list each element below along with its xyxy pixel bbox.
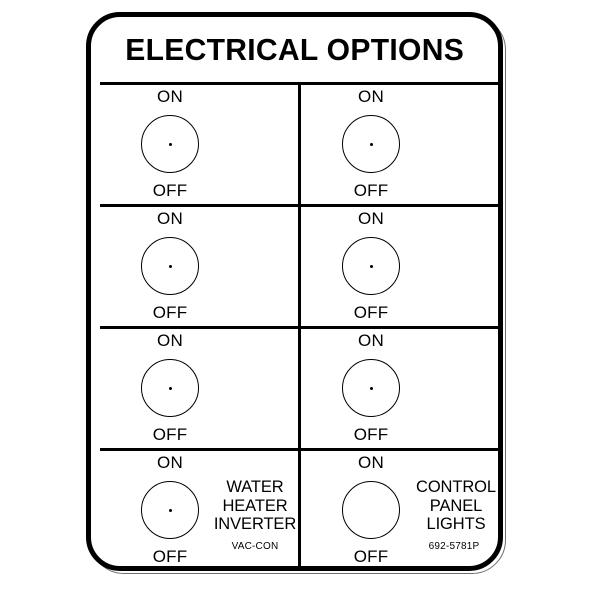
part-number: 692-5781P bbox=[428, 541, 480, 552]
switch-on-label: ON bbox=[358, 453, 384, 472]
switch-off-label: OFF bbox=[152, 425, 188, 444]
electrical-options-plate: ELECTRICAL OPTIONS ON OFF ON OFF bbox=[86, 12, 510, 578]
rotary-switch[interactable]: ON OFF bbox=[117, 332, 223, 444]
switch-cell-row1-left[interactable]: ON OFF bbox=[100, 82, 298, 204]
brand-mark: VAC-CON bbox=[231, 541, 279, 552]
switch-off-label: OFF bbox=[353, 425, 389, 444]
rotary-knob-icon[interactable] bbox=[141, 481, 199, 539]
circuit-label-control-panel-lights: CONTROL PANEL LIGHTS bbox=[413, 478, 498, 534]
switch-on-label: ON bbox=[358, 87, 384, 106]
circuit-label-line: INVERTER bbox=[213, 515, 297, 533]
plate-title-bar: ELECTRICAL OPTIONS bbox=[91, 17, 498, 82]
switch-cell-row3-right[interactable]: ON OFF bbox=[301, 326, 498, 448]
switch-on-label: ON bbox=[358, 209, 384, 228]
rotary-switch[interactable]: ON OFF bbox=[117, 210, 223, 322]
rotary-knob-icon[interactable] bbox=[342, 237, 400, 295]
switch-on-label: ON bbox=[358, 331, 384, 350]
circuit-label-line: HEATER bbox=[222, 496, 288, 515]
switch-off-label: OFF bbox=[152, 181, 188, 200]
switch-on-label: ON bbox=[157, 209, 183, 228]
circuit-label-line: WATER bbox=[226, 478, 284, 496]
page-title: ELECTRICAL OPTIONS bbox=[125, 32, 464, 67]
switch-off-label: OFF bbox=[152, 303, 188, 322]
switch-cell-row2-right[interactable]: ON OFF bbox=[301, 204, 498, 326]
rotary-switch[interactable]: ON OFF bbox=[117, 88, 223, 200]
switch-off-label: OFF bbox=[353, 303, 389, 322]
circuit-label-line: PANEL bbox=[429, 496, 483, 515]
switch-cell-row1-right[interactable]: ON OFF bbox=[301, 82, 498, 204]
plate-body: ELECTRICAL OPTIONS ON OFF ON OFF bbox=[86, 12, 503, 571]
switch-cell-row2-left[interactable]: ON OFF bbox=[100, 204, 298, 326]
rotary-knob-icon[interactable] bbox=[141, 115, 199, 173]
switch-on-label: ON bbox=[157, 453, 183, 472]
rotary-switch[interactable]: ON OFF bbox=[318, 210, 424, 322]
rotary-switch[interactable]: ON OFF bbox=[318, 454, 424, 566]
circuit-label-line: CONTROL bbox=[416, 478, 496, 496]
rotary-switch[interactable]: ON OFF bbox=[318, 332, 424, 444]
rotary-knob-icon[interactable] bbox=[342, 359, 400, 417]
switch-on-label: ON bbox=[157, 87, 183, 106]
switch-cell-row4-left[interactable]: ON OFF WATER HEATER INVERTER VAC-CON bbox=[100, 448, 298, 566]
circuit-label-water-heater-inverter: WATER HEATER INVERTER bbox=[212, 478, 298, 534]
switch-cell-row4-right[interactable]: ON OFF CONTROL PANEL LIGHTS 692-5781P bbox=[301, 448, 498, 566]
switch-off-label: OFF bbox=[353, 547, 389, 566]
circuit-label-line: LIGHTS bbox=[426, 515, 486, 533]
switch-cell-row3-left[interactable]: ON OFF bbox=[100, 326, 298, 448]
rotary-knob-icon[interactable] bbox=[342, 481, 400, 539]
switch-off-label: OFF bbox=[353, 181, 389, 200]
rotary-knob-icon[interactable] bbox=[342, 115, 400, 173]
rotary-knob-icon[interactable] bbox=[141, 237, 199, 295]
switch-on-label: ON bbox=[157, 331, 183, 350]
switch-grid: ON OFF ON OFF ON OFF bbox=[100, 82, 498, 566]
switch-off-label: OFF bbox=[152, 547, 188, 566]
rotary-switch[interactable]: ON OFF bbox=[117, 454, 223, 566]
rotary-switch[interactable]: ON OFF bbox=[318, 88, 424, 200]
rotary-knob-icon[interactable] bbox=[141, 359, 199, 417]
grid-rule-center-vertical bbox=[298, 82, 301, 566]
